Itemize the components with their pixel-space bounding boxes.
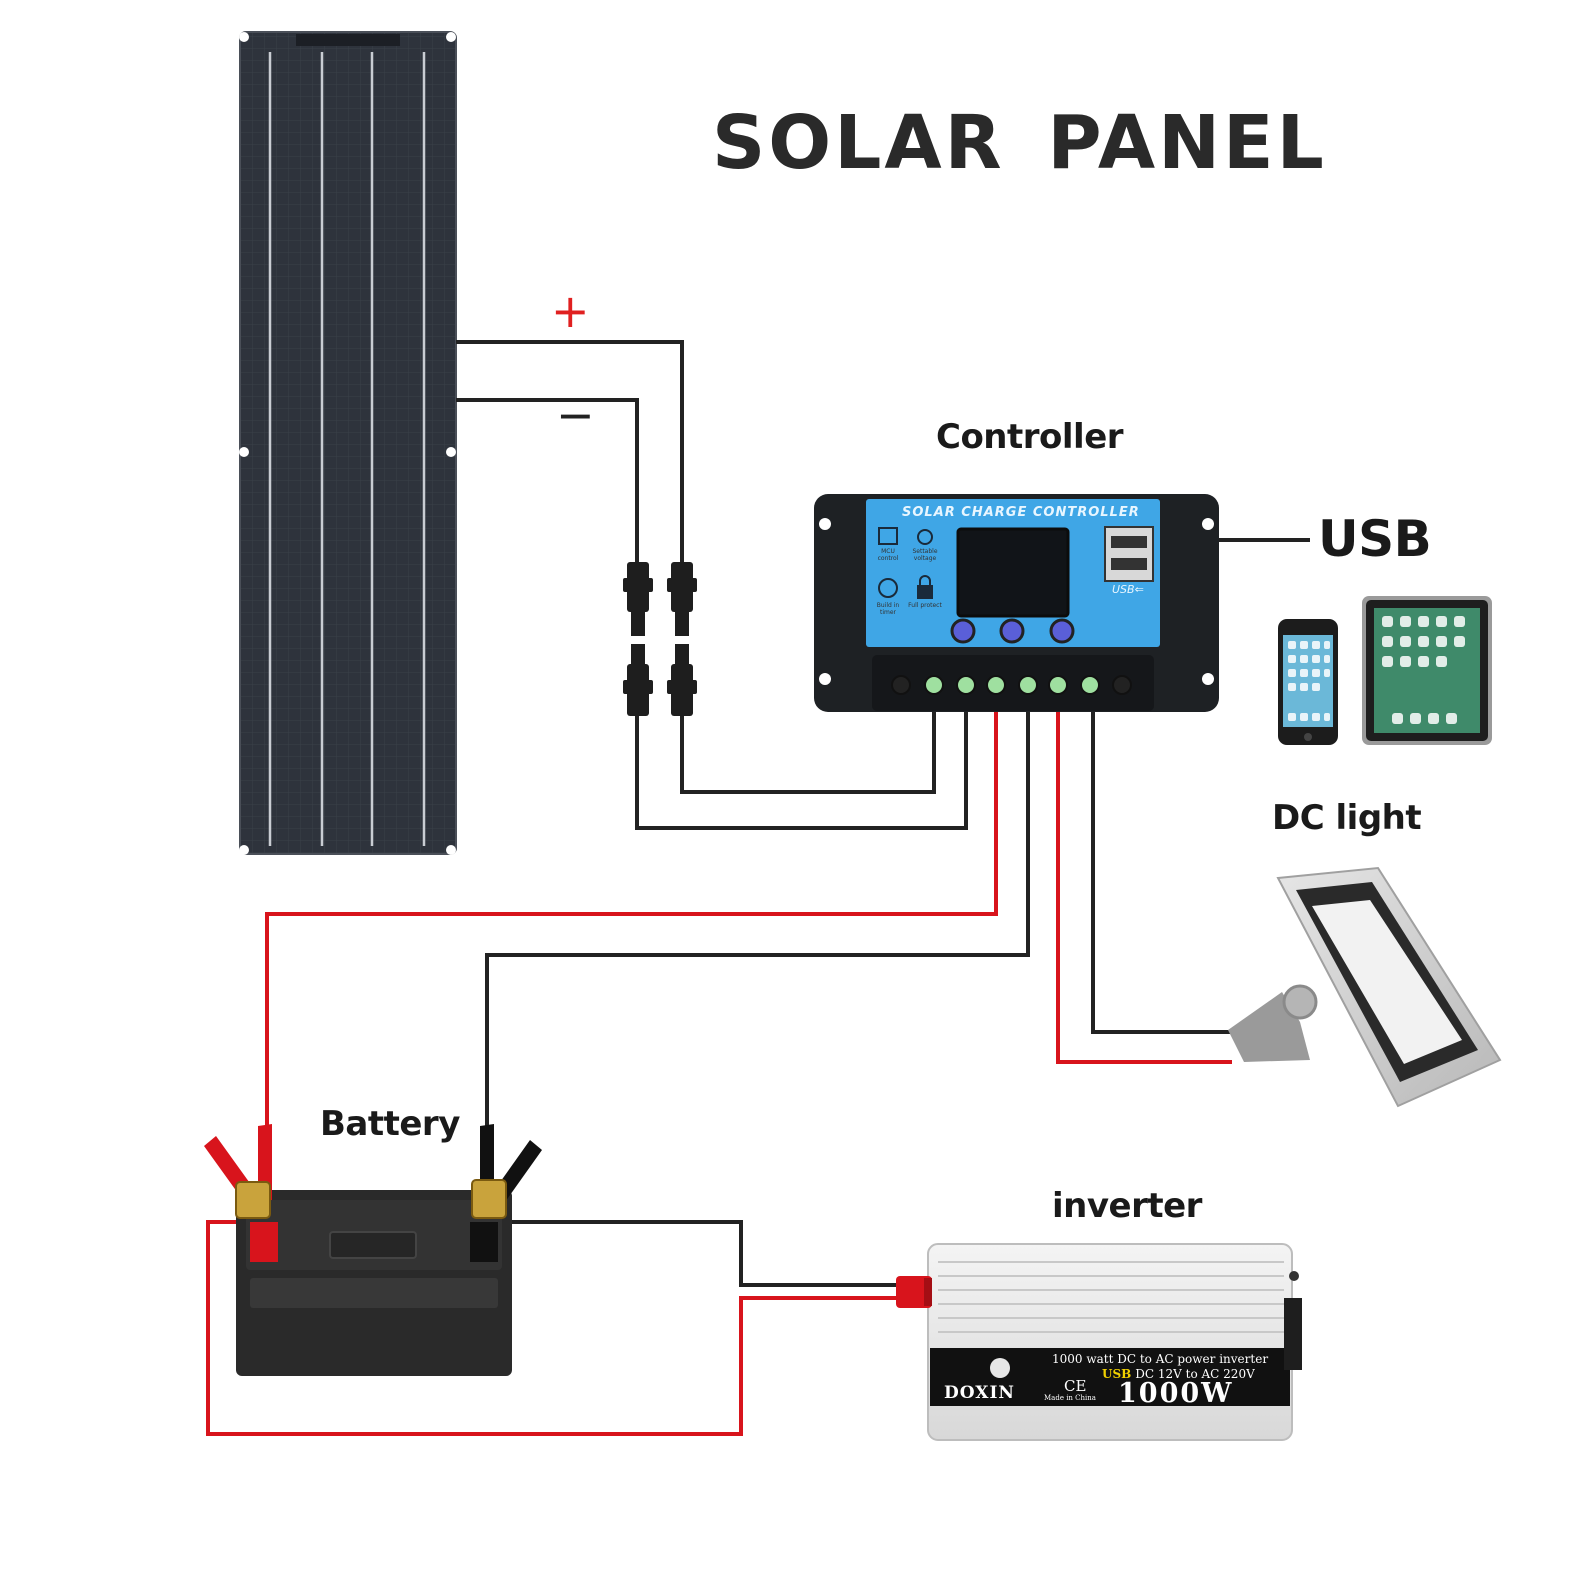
svg-text:USB⇐: USB⇐ xyxy=(1112,583,1144,596)
control-buttons xyxy=(950,618,1075,644)
usb-port xyxy=(1104,526,1154,582)
inverter-ce-mark: CE xyxy=(1064,1377,1087,1395)
menu-button xyxy=(950,618,976,644)
inverter-voltage-text: DC 12V to AC 220V xyxy=(1135,1367,1255,1381)
up-button xyxy=(999,618,1025,644)
mc4-connector xyxy=(667,644,697,716)
negative-sign: − xyxy=(556,388,595,442)
inverter-origin-text: Made in China xyxy=(1044,1394,1096,1402)
dc-light-label: DC light xyxy=(1272,798,1422,838)
mc4-connector xyxy=(623,562,653,636)
controller-icon-caption: Full protect xyxy=(908,602,942,609)
battery-icon xyxy=(236,1190,512,1376)
charge-controller: USB⇐ xyxy=(814,494,1219,712)
mc4-connector xyxy=(623,644,653,716)
inverter-label: inverter xyxy=(1052,1186,1202,1226)
controller-wires xyxy=(206,538,1310,1436)
diagram-title: SOLAR PANEL xyxy=(712,100,1327,186)
inverter-icon xyxy=(896,1243,1302,1441)
controller-icon-caption: Build in timer xyxy=(876,602,900,616)
inverter-terminals xyxy=(896,1276,932,1308)
inverter-usb-text: USB xyxy=(1102,1367,1132,1381)
phone-icon xyxy=(1278,619,1338,745)
controller-icon-caption: MCU control xyxy=(877,548,899,562)
black-battery-clamp xyxy=(471,1124,542,1219)
solar-panel xyxy=(239,31,457,855)
terminal-screws xyxy=(891,675,1132,695)
controller-icons xyxy=(878,527,933,599)
inverter-power-text: 1000W xyxy=(1118,1378,1234,1409)
mc4-connectors xyxy=(623,562,697,716)
positive-sign: + xyxy=(551,284,590,338)
usb-label: USB xyxy=(1318,510,1432,568)
inverter-brand-text: DOXIN xyxy=(944,1383,1015,1403)
dc-light-icon xyxy=(1228,866,1502,1108)
mc4-connector xyxy=(667,562,697,636)
down-button xyxy=(1049,618,1075,644)
inverter-spec-line: 1000 watt DC to AC power inverter xyxy=(1052,1352,1269,1366)
controller-label: Controller xyxy=(936,417,1124,457)
tablet-icon xyxy=(1362,596,1492,745)
controller-icon-caption: Settable voltage xyxy=(912,548,938,562)
panel-wires xyxy=(456,340,684,565)
lcd-display xyxy=(956,527,1070,618)
red-battery-clamp xyxy=(204,1124,272,1219)
battery-label: Battery xyxy=(320,1104,460,1144)
controller-header-text: SOLAR CHARGE CONTROLLER xyxy=(902,505,1140,520)
